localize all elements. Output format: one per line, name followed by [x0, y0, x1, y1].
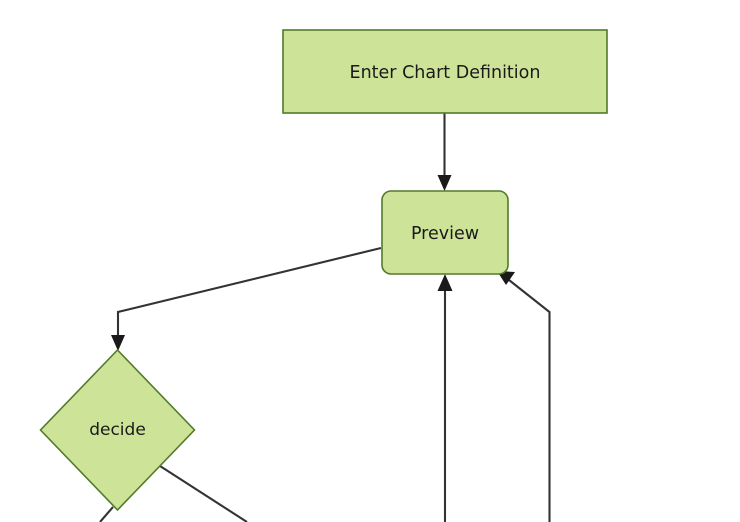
- node-shape-diamond[interactable]: [39, 348, 196, 512]
- arrowhead-icon: [437, 274, 453, 291]
- node-enter-chart-definition[interactable]: Enter Chart Definition: [282, 29, 608, 114]
- edge-line: [99, 506, 114, 522]
- edge-line: [116, 246, 382, 341]
- node-label-enter-chart-definition: Enter Chart Definition: [350, 63, 541, 83]
- node-shape-rounded-rectangle[interactable]: [381, 190, 509, 275]
- edge-line: [508, 279, 551, 522]
- edge-preview-to-decide: [111, 246, 382, 351]
- edge-return-center-to-preview: [437, 274, 453, 522]
- edge-decide-to-offscreen-right: [159, 465, 248, 522]
- node-shape-rectangle[interactable]: [282, 29, 608, 114]
- arrowhead-icon: [437, 175, 452, 191]
- node-label-preview: Preview: [411, 224, 479, 244]
- edge-line: [159, 465, 248, 522]
- node-decide[interactable]: decide: [39, 348, 196, 512]
- edge-return-right-to-preview: [497, 271, 551, 522]
- node-preview[interactable]: Preview: [381, 190, 509, 275]
- node-label-decide: decide: [89, 420, 146, 440]
- arrowhead-icon: [111, 335, 125, 351]
- edge-decide-to-offscreen-left: [99, 506, 114, 522]
- edge-enter-to-preview: [437, 113, 452, 191]
